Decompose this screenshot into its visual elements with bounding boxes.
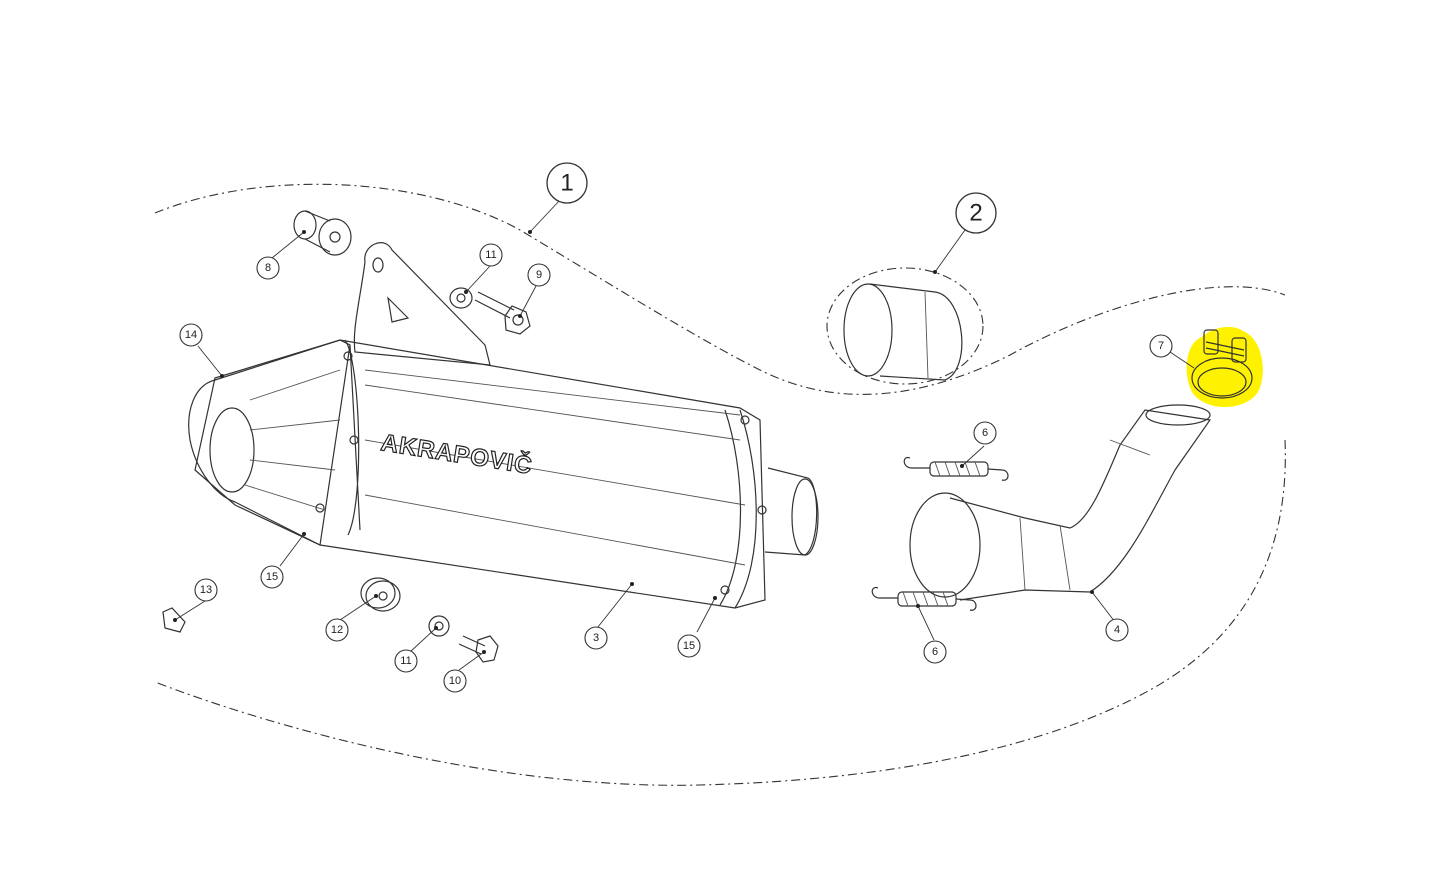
svg-text:6: 6 bbox=[982, 427, 988, 439]
callout-2: 2 bbox=[955, 192, 997, 234]
svg-text:9: 9 bbox=[536, 269, 542, 281]
part-7-clamp bbox=[1191, 329, 1253, 399]
part-11-washer-top bbox=[449, 287, 473, 309]
part-7-highlight bbox=[1186, 326, 1263, 407]
callout-13: 13 bbox=[194, 578, 218, 602]
callout-15-right: 15 bbox=[677, 634, 701, 658]
svg-text:11: 11 bbox=[400, 655, 411, 667]
svg-text:14: 14 bbox=[185, 329, 197, 341]
svg-text:11: 11 bbox=[485, 249, 496, 261]
part-6-spring-bottom bbox=[871, 586, 977, 611]
callout-6-bottom: 6 bbox=[923, 640, 947, 664]
svg-text:12: 12 bbox=[331, 624, 343, 636]
svg-text:15: 15 bbox=[266, 571, 278, 583]
callout-3: 3 bbox=[584, 626, 608, 650]
svg-text:3: 3 bbox=[593, 632, 599, 644]
leader-lines bbox=[173, 199, 1195, 671]
callout-8: 8 bbox=[256, 256, 280, 280]
callout-12: 12 bbox=[325, 618, 349, 642]
svg-text:6: 6 bbox=[932, 646, 938, 658]
part-14-end-cap bbox=[188, 339, 351, 546]
part-9-bolt bbox=[474, 291, 531, 335]
svg-text:7: 7 bbox=[1158, 340, 1164, 352]
part-12-rubber-mount bbox=[360, 577, 401, 612]
callout-6-top: 6 bbox=[973, 421, 997, 445]
assembly-2-boundary bbox=[826, 267, 984, 385]
callout-15-left: 15 bbox=[260, 565, 284, 589]
part-4-link-pipe bbox=[909, 404, 1212, 601]
part-2-sleeve bbox=[843, 283, 963, 381]
svg-text:10: 10 bbox=[449, 675, 461, 687]
callout-4: 4 bbox=[1105, 618, 1129, 642]
svg-text:4: 4 bbox=[1114, 624, 1120, 636]
part-11-washer-bottom bbox=[428, 615, 450, 637]
brand-logo-text: AKRAPOVIČ bbox=[379, 428, 535, 480]
callout-10: 10 bbox=[443, 669, 467, 693]
part-6-spring-top bbox=[903, 456, 1009, 481]
callout-9: 9 bbox=[527, 263, 551, 287]
callout-11-bottom: 11 bbox=[394, 649, 418, 673]
svg-text:1: 1 bbox=[560, 170, 573, 197]
callout-14: 14 bbox=[179, 323, 203, 347]
svg-text:2: 2 bbox=[969, 200, 982, 227]
part-13-clip bbox=[162, 607, 186, 633]
assembly-1-boundary bbox=[154, 183, 1286, 786]
part-3-muffler bbox=[194, 339, 819, 609]
callout-1: 1 bbox=[546, 162, 588, 204]
part-10-bolt bbox=[458, 635, 499, 663]
callout-7: 7 bbox=[1149, 334, 1173, 358]
part-8-grommet bbox=[293, 210, 352, 256]
svg-text:8: 8 bbox=[265, 262, 271, 274]
svg-text:13: 13 bbox=[200, 584, 212, 596]
mounting-bracket bbox=[353, 242, 491, 366]
svg-text:15: 15 bbox=[683, 640, 695, 652]
callout-11-top: 11 bbox=[479, 243, 503, 267]
